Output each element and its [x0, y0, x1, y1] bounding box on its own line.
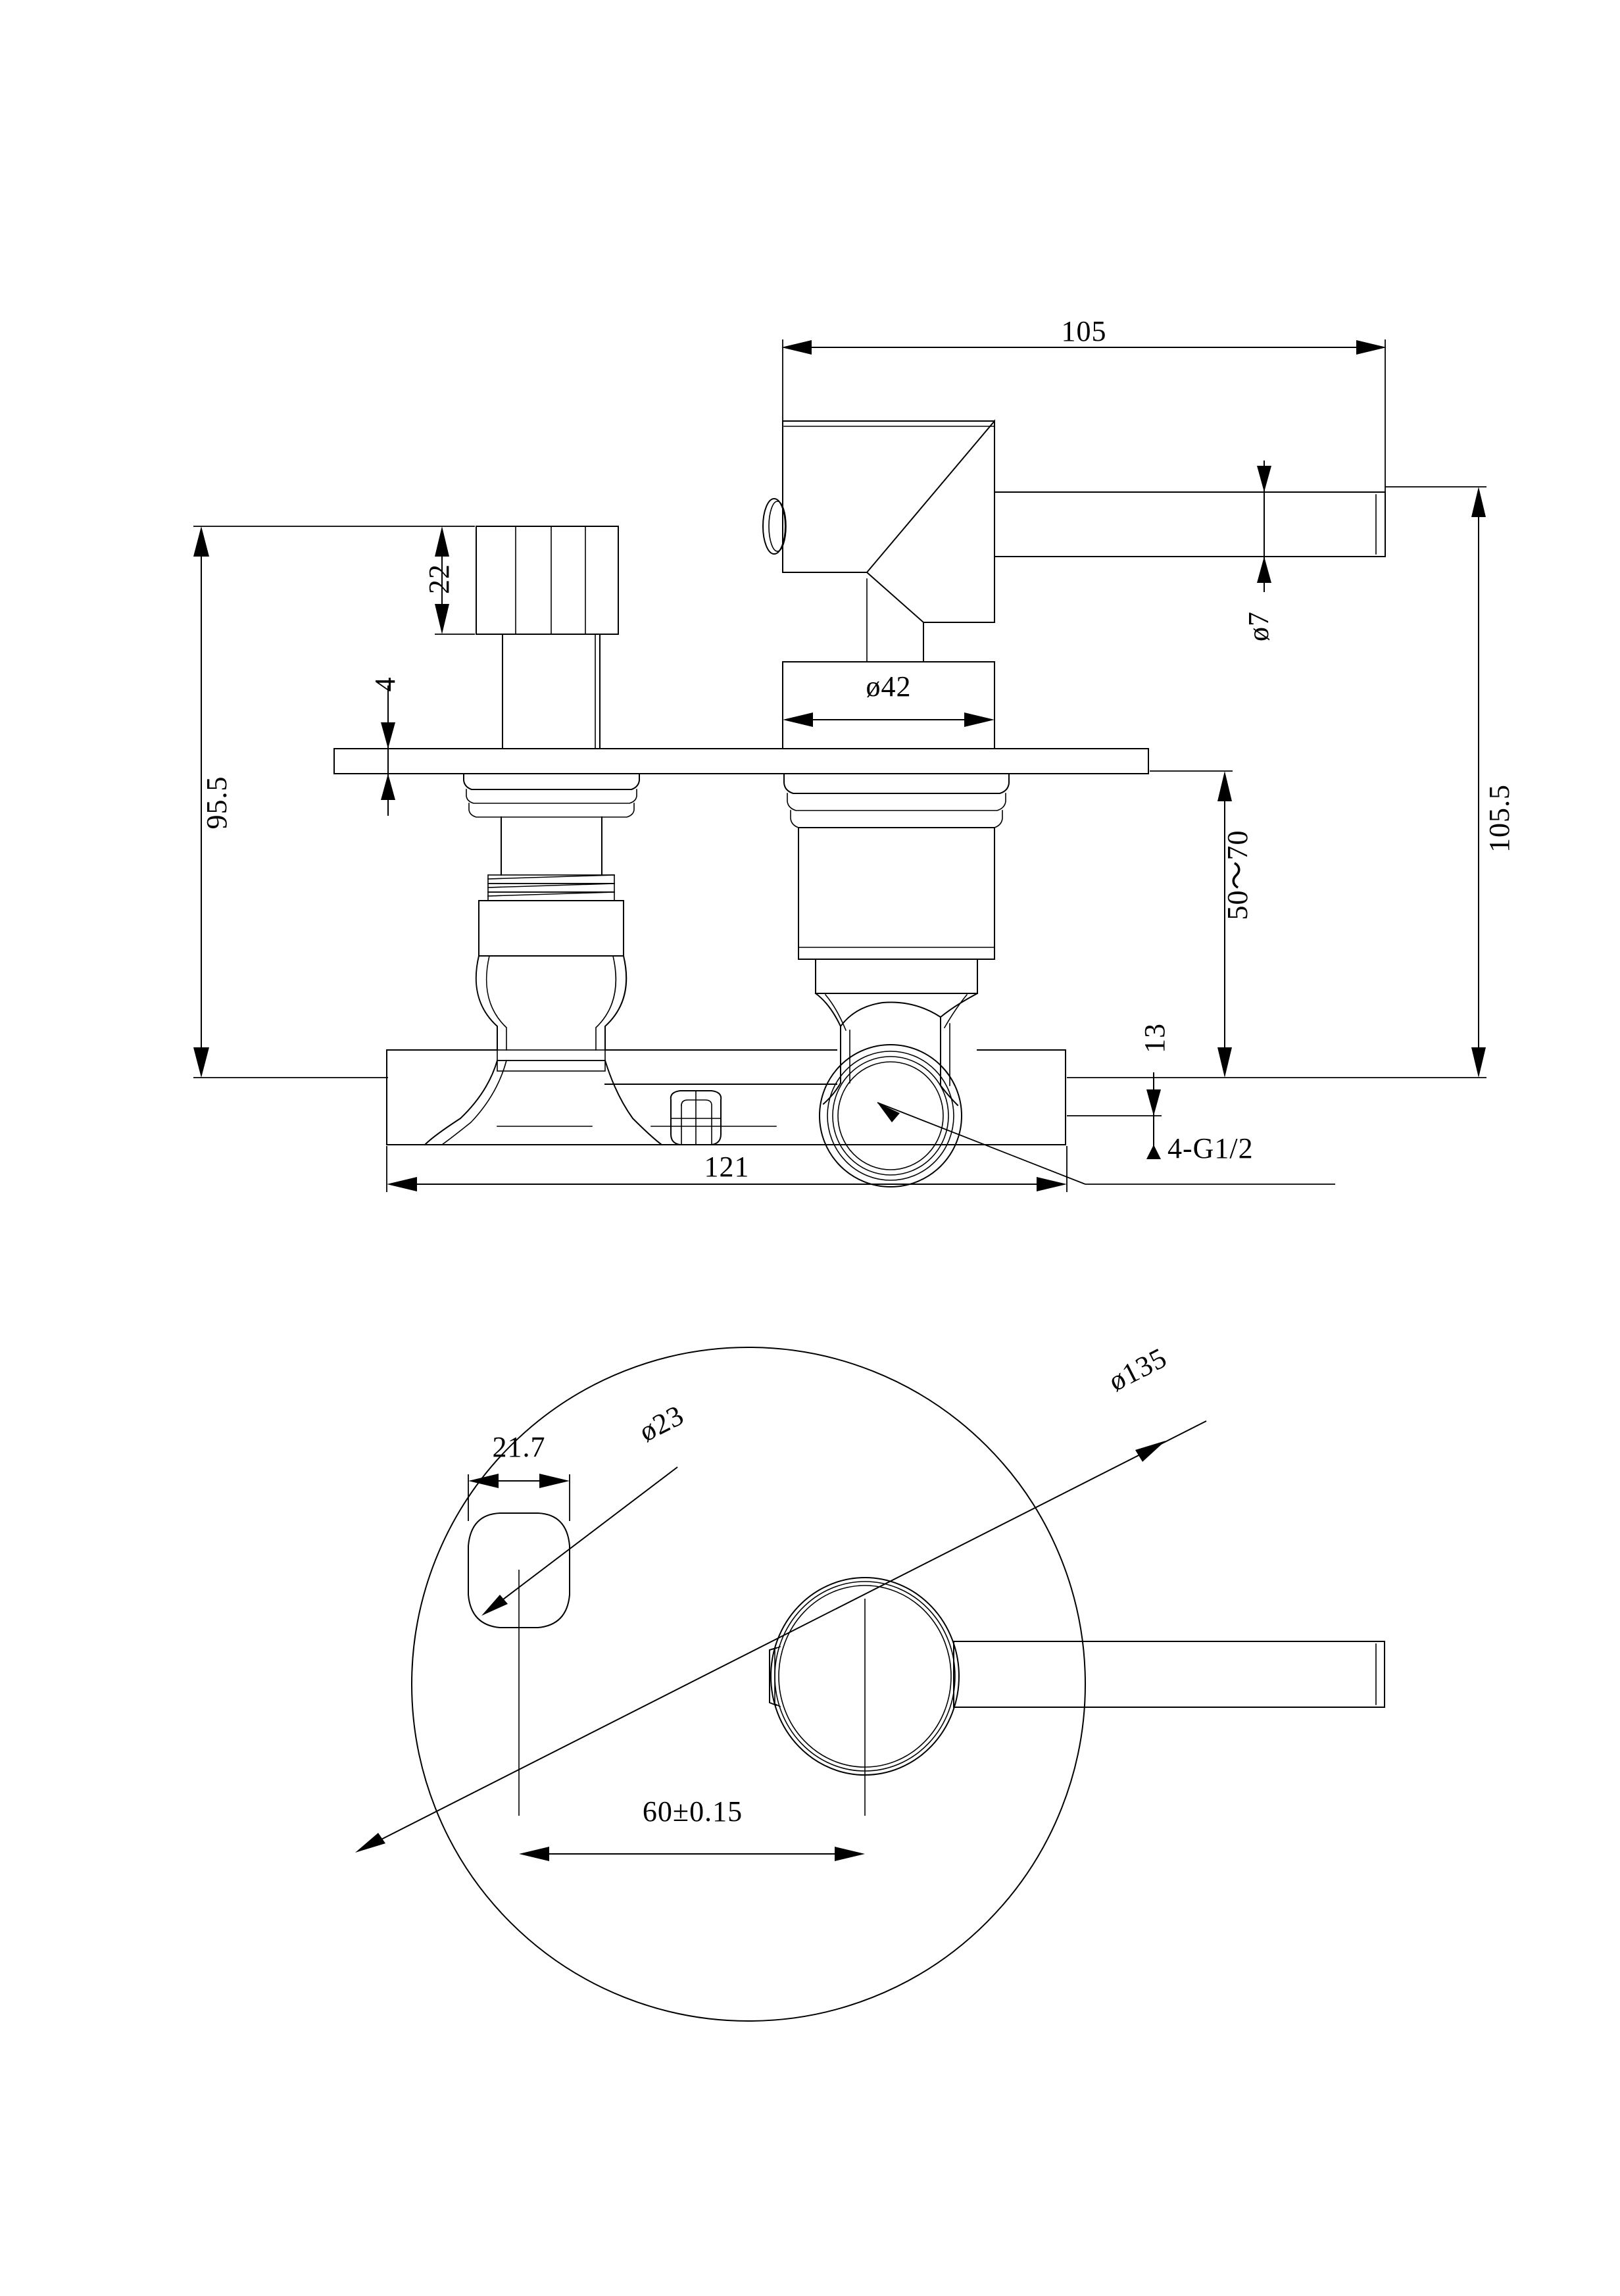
outlet-port: [819, 1044, 962, 1187]
left-thread-band: [487, 874, 615, 901]
dim-label-handle-length: 105: [1061, 315, 1107, 347]
dim-label-knob-flat: 21.7: [492, 1431, 546, 1463]
valve-body-block: [386, 1049, 1066, 1146]
dim-label-port-center-height: 13: [1139, 1023, 1171, 1053]
dim-overall-height: [193, 526, 475, 1078]
dim-label-plate-thickness: 4: [369, 676, 401, 692]
plan-geometry: [411, 1347, 1385, 2022]
dim-center-spacing: [519, 1847, 865, 1861]
dim-port-center-height: [1067, 1072, 1162, 1159]
dim-label-center-spacing: 60±0.15: [642, 1795, 743, 1828]
dim-knob-flat: [468, 1474, 570, 1521]
leader-port-thread: [877, 1102, 1335, 1185]
dim-knob-diameter: [481, 1466, 678, 1616]
lever-handle: [762, 419, 1386, 662]
wall-plate: [333, 748, 1149, 774]
diverter-knob: [476, 526, 619, 749]
plate-outline: [411, 1347, 1086, 2022]
dim-label-overall-height: 95.5: [201, 776, 233, 830]
plan-lever-hub: [769, 1577, 1385, 1816]
plan-dimensions: [355, 1420, 1207, 1861]
main-cartridge-assembly: [783, 773, 1010, 1086]
dim-label-wall-depth-range: 50～70: [1221, 830, 1254, 920]
dim-label-knob-height: 22: [423, 564, 455, 594]
dim-knob-height: [435, 526, 475, 635]
dim-label-total-depth: 105.5: [1483, 784, 1515, 853]
dim-cartridge-diameter: [783, 712, 994, 727]
elevation-geometry: [333, 419, 1386, 1187]
dim-label-body-width: 121: [704, 1151, 750, 1183]
left-cartridge-assembly: [463, 773, 640, 1072]
dim-total-depth: [1067, 486, 1486, 1078]
leader-label-port-thread: 4-G1/2: [1167, 1132, 1254, 1164]
dim-plate-thickness: [381, 686, 395, 816]
check-valve-plug: [670, 1090, 722, 1145]
plan-diverter-knob: [468, 1512, 570, 1816]
cartridge-cap: [782, 661, 995, 749]
dim-handle-length: [781, 339, 1387, 500]
dim-bar-diameter: [1257, 461, 1271, 592]
elevation-dimensions: [193, 339, 1486, 1192]
dim-wall-depth-range: [1150, 770, 1233, 1078]
dim-body-width: [386, 1146, 1068, 1192]
dim-label-cartridge-diameter: ø42: [866, 670, 912, 703]
dim-label-bar-diameter: ø7: [1242, 611, 1275, 641]
dim-plate-diameter: [355, 1420, 1207, 1853]
